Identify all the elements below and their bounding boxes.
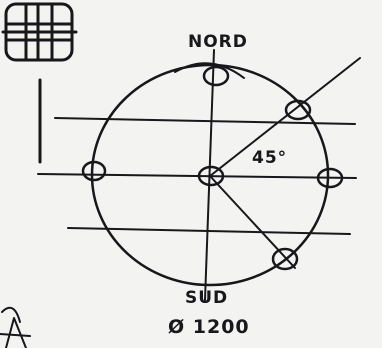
corner-sketch (0, 306, 31, 348)
point-east (316, 167, 344, 189)
detail-sketch (1, 2, 78, 62)
south-label: SUD (185, 288, 229, 308)
angle-label: 45° (252, 148, 288, 168)
horizontal-line-top (54, 117, 356, 125)
diagonal-lower (209, 175, 296, 269)
point-center (197, 165, 225, 187)
horizontal-line-bottom (67, 227, 351, 235)
horizontal-line-middle (37, 173, 357, 179)
point-west (81, 160, 107, 182)
north-label: NORD (188, 32, 248, 52)
top-arc (174, 62, 245, 79)
ray-45-degrees (209, 57, 361, 177)
point-north (202, 65, 230, 87)
diameter-label: Ø 1200 (168, 316, 250, 338)
point-south-east (271, 247, 299, 271)
point-markers (81, 65, 344, 271)
point-north-east (284, 99, 312, 121)
vertical-axis (204, 49, 215, 301)
